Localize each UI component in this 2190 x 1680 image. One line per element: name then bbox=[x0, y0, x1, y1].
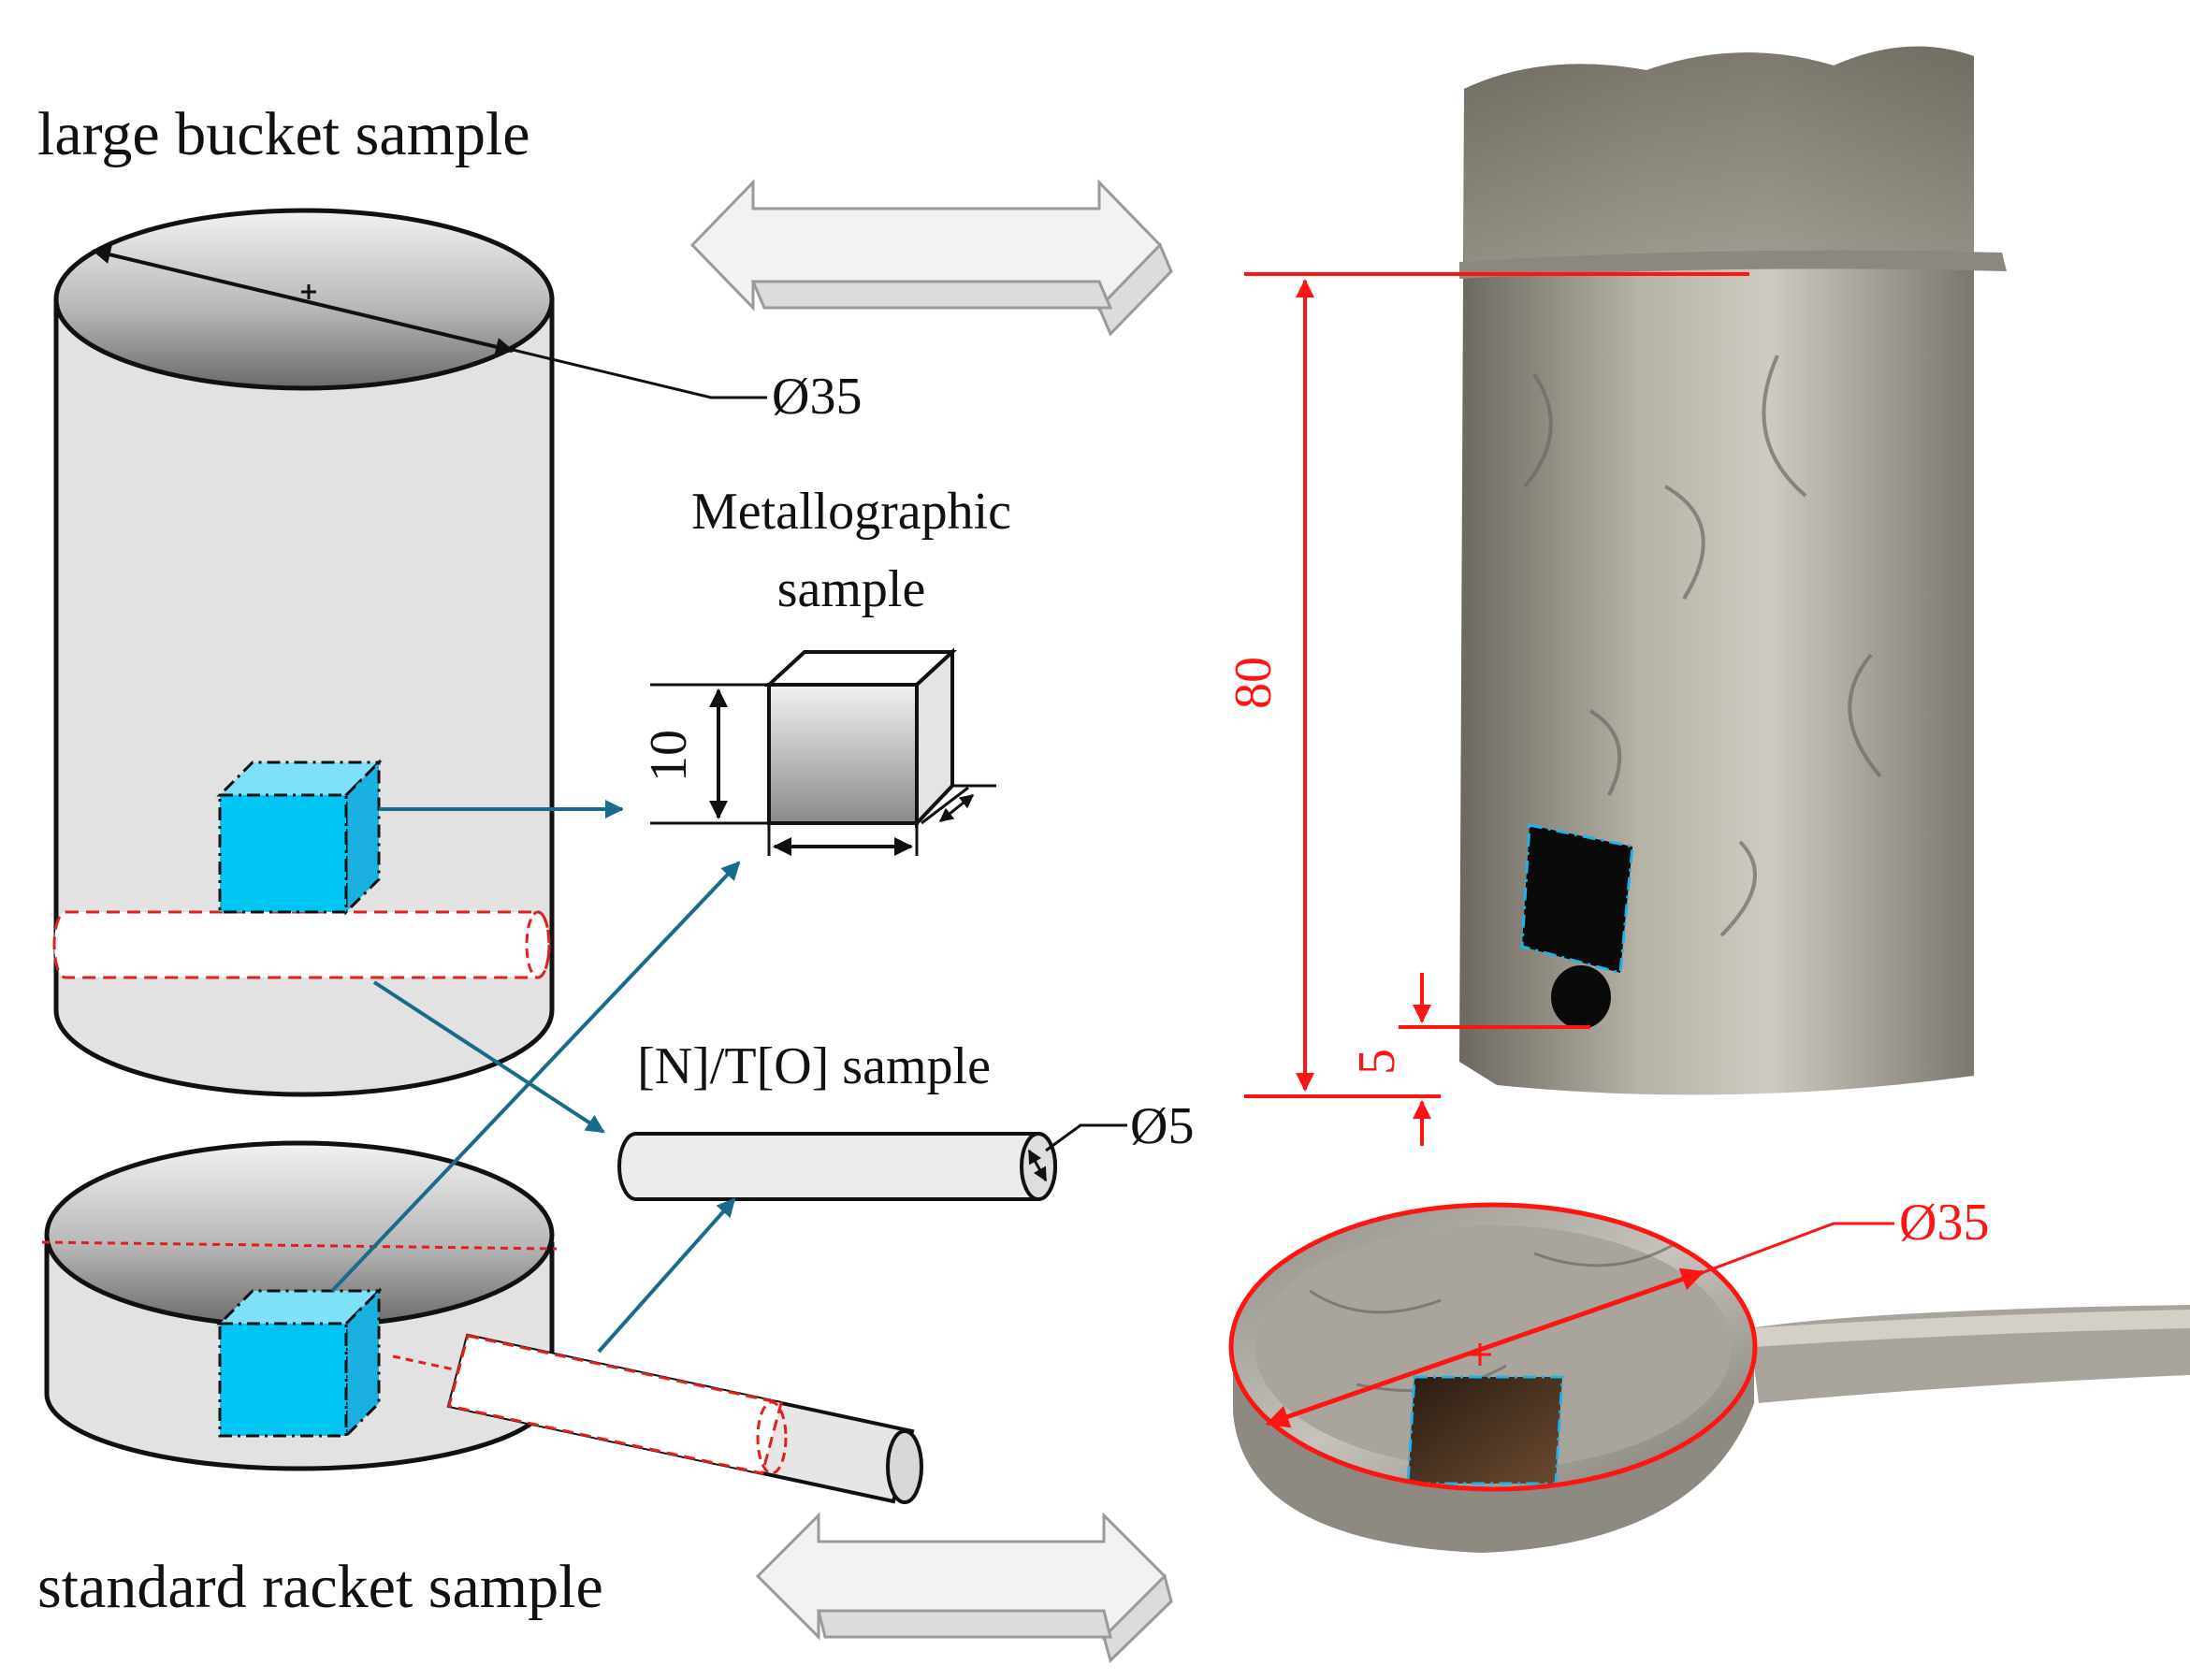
double-arrow-bottom bbox=[755, 1512, 1173, 1663]
nto-sample-label: [N]/T[O] sample bbox=[637, 1037, 991, 1095]
racket-diameter-label: Ø35 bbox=[1899, 1194, 1989, 1252]
racket-dimension-35 bbox=[1228, 1202, 1894, 1492]
large-bucket-label: large bucket sample bbox=[37, 100, 530, 168]
double-arrow-top bbox=[689, 179, 1173, 337]
photo-dimension-5 bbox=[1399, 973, 1590, 1146]
flow-arrows bbox=[330, 800, 741, 1354]
photo-height-label: 80 bbox=[1225, 657, 1283, 709]
cube-size-label: 10 bbox=[640, 730, 698, 782]
metallographic-label-line2: sample bbox=[777, 560, 926, 618]
standard-racket-label: standard racket sample bbox=[37, 1553, 603, 1621]
bucket-diameter-label: Ø35 bbox=[772, 368, 862, 426]
racket-sample-photo bbox=[1207, 1183, 2190, 1646]
racket-cylinder bbox=[41, 1140, 923, 1504]
photo-dimension-80 bbox=[1244, 272, 1749, 1098]
rod-diameter-label: Ø5 bbox=[1130, 1097, 1194, 1155]
bucket-sample-cube bbox=[216, 759, 383, 916]
bucket-sample-photo bbox=[1459, 46, 2007, 1095]
nto-rod bbox=[617, 1123, 1127, 1201]
large-bucket-cylinder bbox=[52, 208, 767, 1097]
metallographic-cube bbox=[650, 647, 996, 856]
photo-offset-label: 5 bbox=[1348, 1049, 1406, 1075]
metallographic-label-line1: Metallographic bbox=[691, 483, 1011, 541]
racket-sample-cube bbox=[216, 1287, 383, 1440]
